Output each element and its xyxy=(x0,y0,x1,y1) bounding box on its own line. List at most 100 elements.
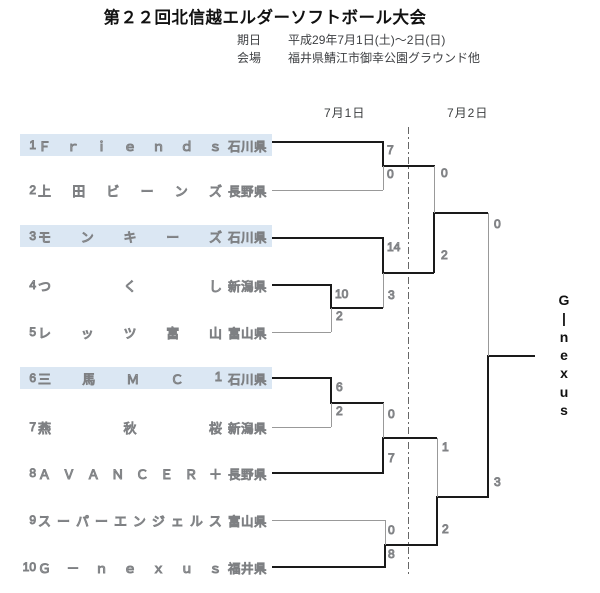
score-m2-top: 10 xyxy=(334,287,349,302)
score-m4-top: 6 xyxy=(336,380,344,395)
bracket-line-winner xyxy=(331,307,383,309)
team-prefecture: 福井県 xyxy=(227,561,268,576)
bracket-line-winner xyxy=(487,355,489,498)
score-m2-bottom: 2 xyxy=(336,309,344,324)
bracket-line-loser xyxy=(488,213,489,356)
bracket-line-winner xyxy=(272,284,331,286)
team-prefecture: 富山県 xyxy=(227,326,268,341)
bracket-line-loser xyxy=(437,438,438,497)
bracket-line-winner xyxy=(272,472,383,474)
team-seed: 5 xyxy=(29,325,37,340)
score-m3-bottom: 3 xyxy=(388,288,396,303)
score-m5-top: 0 xyxy=(388,407,396,422)
bracket-line-winner xyxy=(385,544,437,546)
bracket-line-winner xyxy=(382,437,384,474)
score-m3-top: 14 xyxy=(386,240,401,255)
team-prefecture: 新潟県 xyxy=(227,421,268,436)
bracket-line-loser xyxy=(385,520,386,545)
team-prefecture: 新潟県 xyxy=(227,279,268,294)
team-prefecture: 長野県 xyxy=(227,184,268,199)
bracket-line-winner xyxy=(433,212,435,273)
bracket-line-winner xyxy=(436,496,438,546)
score-m5-bottom: 7 xyxy=(388,451,396,466)
venue-value: 福井県鯖江市御幸公園グラウンド他 xyxy=(288,51,481,65)
bracket-line-winner xyxy=(382,237,384,274)
team-name: つくし xyxy=(37,278,222,294)
bracket-line-winner xyxy=(383,437,437,439)
bracket-line-loser xyxy=(383,403,384,438)
bracket-line-winner xyxy=(272,377,331,379)
bracket-line-winner xyxy=(437,496,489,498)
bracket-line-winner xyxy=(382,141,384,167)
team-prefecture: 石川県 xyxy=(227,372,268,387)
bracket-line-winner xyxy=(272,141,383,143)
team-prefecture: 石川県 xyxy=(227,230,268,245)
bracket-line-winner xyxy=(330,377,332,404)
team-name: 上田ビーンズ xyxy=(37,183,222,199)
bracket-line-winner xyxy=(384,544,386,568)
team-prefecture: 石川県 xyxy=(227,139,268,154)
team-seed: 9 xyxy=(29,513,37,528)
bracket-line-winner xyxy=(434,212,488,214)
bracket-line-loser xyxy=(272,520,385,521)
score-m1-bottom: 0 xyxy=(387,167,395,182)
bracket-line-winner xyxy=(383,272,434,274)
team-seed: 2 xyxy=(29,183,37,198)
bracket-line-loser xyxy=(272,190,383,191)
score-sf2-bottom: 2 xyxy=(442,522,450,537)
page-title: 第２２回北信越エルダーソフトボール大会 xyxy=(103,9,427,27)
score-m4-bottom: 2 xyxy=(336,404,344,419)
bracket-line-winner xyxy=(272,566,385,568)
team-seed: 4 xyxy=(29,278,37,293)
team-seed: 8 xyxy=(29,466,37,481)
bracket-line-loser xyxy=(383,166,384,190)
team-seed: 10 xyxy=(22,560,36,575)
team-prefecture: 富山県 xyxy=(227,514,268,529)
bracket-line-loser xyxy=(434,166,435,213)
team-seed: 1 xyxy=(29,138,37,153)
bracket-line-winner xyxy=(383,165,435,167)
bracket-line-loser xyxy=(383,273,384,308)
date-value: 平成29年7月1日(土)～2日(日) xyxy=(288,33,446,47)
event-date-row: 期日 平成29年7月1日(土)～2日(日) xyxy=(237,31,445,48)
score-m6-bottom: 8 xyxy=(388,547,396,562)
score-sf1-bottom: 2 xyxy=(441,248,449,263)
score-sf2-top: 1 xyxy=(442,440,450,455)
team-seed: 3 xyxy=(29,229,37,244)
team-seed: 7 xyxy=(29,420,37,435)
team-name: モンキーズ xyxy=(37,229,222,245)
bracket-line-winner xyxy=(488,355,535,357)
score-final-bottom: 3 xyxy=(494,475,502,490)
score-m1-top: 7 xyxy=(387,143,395,158)
team-name: 燕秋桜 xyxy=(37,420,222,436)
score-m6-top: 0 xyxy=(388,523,396,538)
team-name: レッツ富山 xyxy=(37,325,222,341)
date-label: 期日 xyxy=(237,33,262,47)
venue-label: 会場 xyxy=(237,51,262,65)
team-name: スーパーエンジェルス xyxy=(37,513,222,529)
bracket-line-winner xyxy=(272,237,383,239)
bracket-line-winner xyxy=(331,402,384,404)
team-seed: 6 xyxy=(29,371,37,386)
bracket-line-loser xyxy=(272,332,331,333)
score-sf1-top: 0 xyxy=(441,166,449,181)
bracket-line-loser xyxy=(272,427,331,428)
bracket-line-loser xyxy=(331,308,332,332)
event-venue-row: 会場 福井県鯖江市御幸公園グラウンド他 xyxy=(237,49,480,66)
day1-header: 7月1日 xyxy=(324,106,366,120)
day-separator-line xyxy=(408,127,409,577)
